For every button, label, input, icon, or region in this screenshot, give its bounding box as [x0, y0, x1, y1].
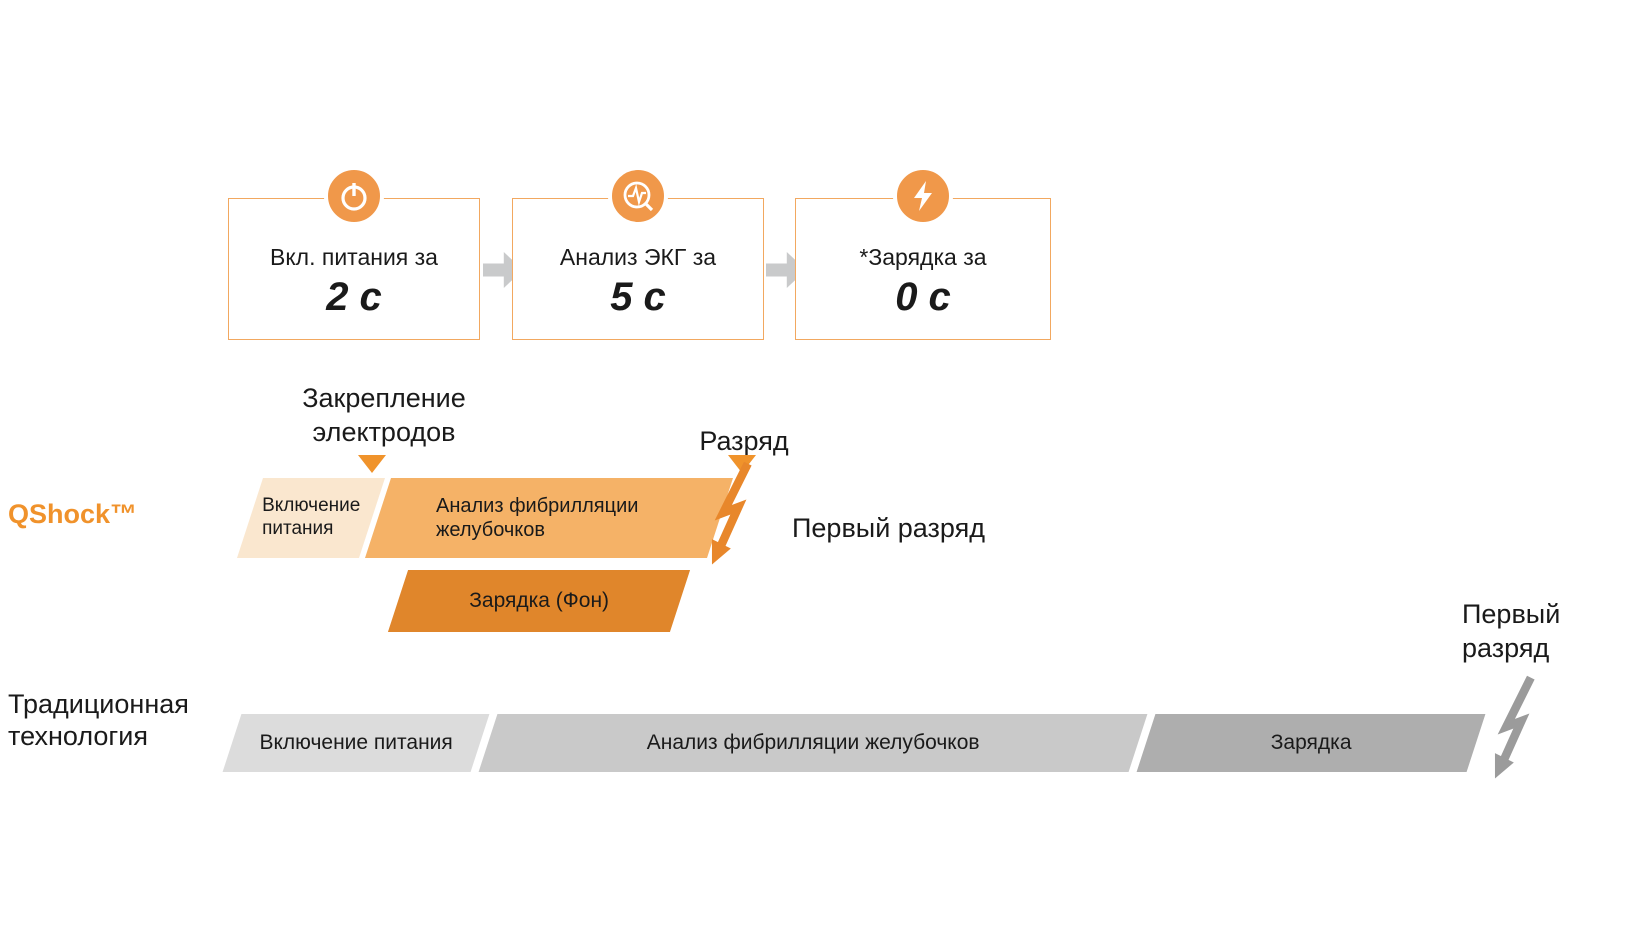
- electrodes-annotation-line1: Закрепление: [302, 383, 466, 413]
- ecg-analysis-icon: [608, 166, 668, 226]
- discharge-annotation-text: Разряд: [699, 426, 789, 456]
- traditional-segment-analysis: Анализ фибрилляции желубочков: [478, 714, 1148, 772]
- lightning-bolt-icon: [695, 458, 761, 590]
- qshock-segment-charge: Зарядка (Фон): [387, 570, 691, 632]
- traditional-segment-charge: Зарядка: [1136, 714, 1486, 772]
- segment-label-line1: Анализ фибрилляции: [436, 495, 639, 517]
- segment-label: Анализ фибрилляции желубочков: [646, 731, 980, 755]
- traditional-row-label: Традиционная технология: [8, 688, 189, 753]
- segment-label: Включение питания: [262, 495, 361, 539]
- step-value: 0 с: [895, 275, 951, 319]
- segment-label: Анализ фибрилляции желубочков: [378, 494, 720, 542]
- electrodes-annotation-line2: электродов: [312, 416, 456, 447]
- segment-label-line2: желубочков: [436, 519, 546, 541]
- electrodes-marker-icon: [358, 455, 386, 473]
- qshock-row-label: QShock™: [8, 499, 138, 529]
- qshock-first-shock-label: Первый разряд: [792, 513, 985, 543]
- step-label: Анализ ЭКГ за: [559, 244, 717, 270]
- traditional-row-label-line2: технология: [8, 721, 148, 752]
- lightning-icon: [893, 166, 953, 226]
- discharge-annotation: Разряд: [688, 425, 800, 459]
- power-icon: [324, 166, 384, 226]
- electrodes-annotation: Закрепление электродов: [238, 382, 530, 450]
- step-label: Вкл. питания за: [270, 244, 438, 270]
- step-box-ecg-analysis: Анализ ЭКГ за 5 с: [512, 166, 764, 340]
- lightning-bolt-icon: [1478, 668, 1544, 808]
- step-box-charge: *Зарядка за 0 с: [795, 166, 1051, 340]
- traditional-segment-power: Включение питания: [222, 714, 490, 772]
- segment-label: Зарядка (Фон): [469, 589, 609, 613]
- segment-label: Зарядка: [1270, 731, 1352, 755]
- qshock-segment-analysis: Анализ фибрилляции желубочков: [365, 478, 733, 558]
- qshock-segment-power: Включение питания: [237, 478, 385, 558]
- traditional-first-shock-line1: Первый: [1462, 599, 1561, 629]
- step-value: 5 с: [610, 275, 666, 319]
- segment-label: Включение питания: [259, 731, 453, 755]
- step-label: *Зарядка за: [859, 244, 987, 270]
- traditional-first-shock-label: Первый разряд: [1462, 598, 1602, 666]
- step-value: 2 с: [326, 275, 382, 319]
- traditional-row-label-line1: Традиционная: [8, 689, 189, 719]
- step-box-power-on: Вкл. питания за 2 с: [228, 166, 480, 340]
- traditional-first-shock-line2: разряд: [1462, 632, 1550, 663]
